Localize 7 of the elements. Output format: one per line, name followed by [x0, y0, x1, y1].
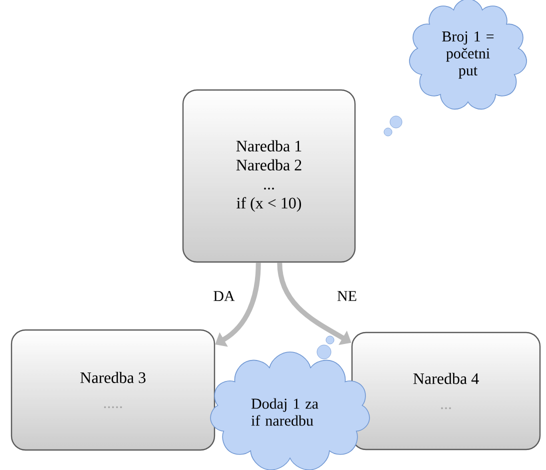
edge-label: NE — [337, 291, 356, 301]
process-box: Naredba 1 Naredba 2 ... if (x < 10) — [182, 89, 356, 263]
thought-cloud: Dodaj 1 za if naredbu — [210, 336, 370, 470]
thought-cloud: Broj 1 = početni put — [384, 0, 527, 136]
process-box: Naredba 3 ..... — [10, 329, 216, 451]
process-box: Naredba 4 ... — [351, 332, 541, 450]
edge-label: DA — [214, 291, 235, 301]
